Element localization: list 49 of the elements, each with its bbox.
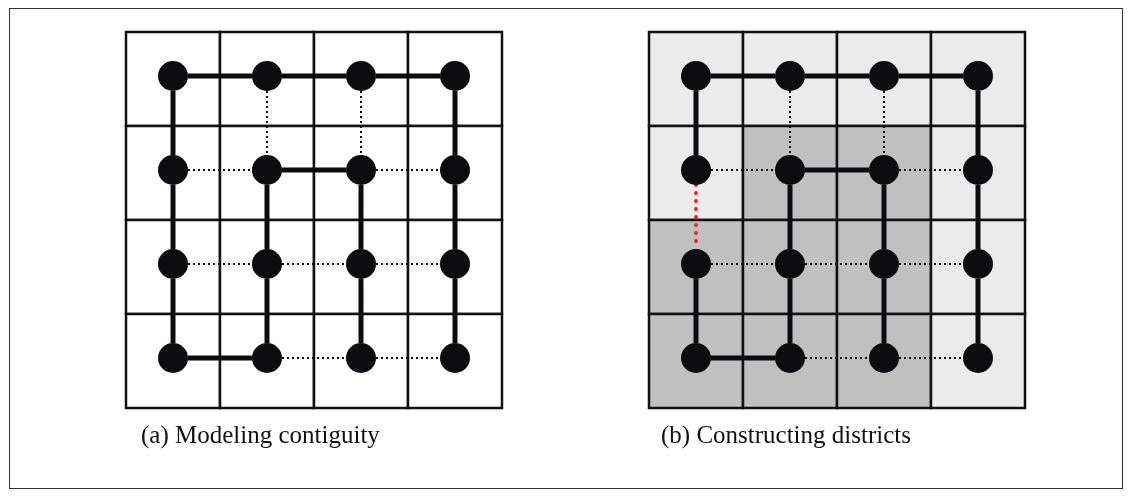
edge-line bbox=[358, 279, 364, 343]
dotted-line bbox=[804, 263, 870, 265]
edge-line bbox=[452, 279, 458, 343]
dotted-line bbox=[375, 357, 441, 359]
edge-line bbox=[376, 73, 440, 79]
caption: (a) Modeling contiguity bbox=[141, 421, 380, 449]
dotted-line bbox=[898, 357, 964, 359]
dotted-line bbox=[710, 263, 776, 265]
edge-line bbox=[282, 167, 346, 173]
dotted-line bbox=[898, 169, 964, 171]
dotted-line bbox=[898, 263, 964, 265]
edge-line bbox=[282, 73, 346, 79]
edge-line bbox=[264, 185, 270, 249]
dotted-line bbox=[281, 263, 347, 265]
edge-line bbox=[188, 355, 252, 361]
dotted-line bbox=[187, 169, 253, 171]
dotted-line bbox=[281, 357, 347, 359]
edge-line bbox=[358, 185, 364, 249]
edge-line bbox=[787, 185, 793, 249]
edge-line bbox=[452, 91, 458, 155]
edge-line bbox=[452, 185, 458, 249]
dotted-line bbox=[710, 169, 776, 171]
edge-line bbox=[899, 73, 963, 79]
caption: (b) Constructing districts bbox=[661, 421, 911, 449]
dotted-line bbox=[266, 90, 268, 156]
edge-line bbox=[787, 279, 793, 343]
edge-line bbox=[881, 279, 887, 343]
edge-line bbox=[805, 167, 869, 173]
edge-line bbox=[805, 73, 869, 79]
dotted-line bbox=[883, 90, 885, 156]
dotted-line bbox=[804, 357, 870, 359]
edge-line bbox=[188, 73, 252, 79]
edge-line bbox=[264, 279, 270, 343]
edge-line bbox=[170, 185, 176, 249]
dotted-line bbox=[375, 263, 441, 265]
edge-line bbox=[711, 355, 775, 361]
edge-line bbox=[975, 91, 981, 155]
dotted-line bbox=[789, 90, 791, 156]
edge-line bbox=[693, 91, 699, 155]
edge-line bbox=[711, 73, 775, 79]
dotted-line bbox=[187, 263, 253, 265]
dotted-line bbox=[360, 90, 362, 156]
edge-line bbox=[170, 91, 176, 155]
edge-line bbox=[170, 279, 176, 343]
edge-line bbox=[975, 279, 981, 343]
edge-line bbox=[693, 279, 699, 343]
edge-line bbox=[975, 185, 981, 249]
edge-line bbox=[881, 185, 887, 249]
dotted-line bbox=[375, 169, 441, 171]
